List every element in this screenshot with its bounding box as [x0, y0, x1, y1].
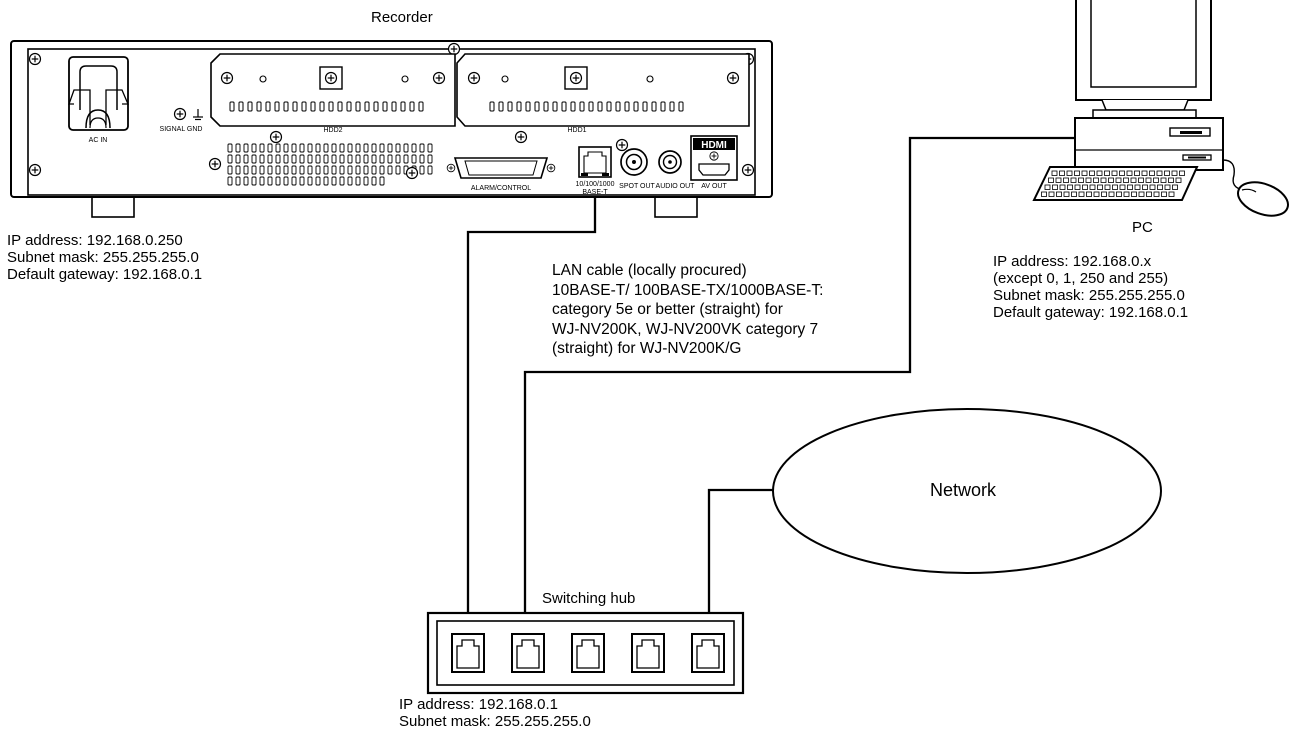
lan-cable-note-line: LAN cable (locally procured)	[552, 262, 747, 279]
av-out-label: AV OUT	[701, 183, 727, 190]
signal-gnd-label: SIGNAL GND	[160, 126, 203, 133]
ac-in-inlet	[68, 56, 129, 131]
lan-port-label: 10/100/1000	[576, 181, 615, 188]
hub-subnet-mask: Subnet mask: 255.255.255.0	[399, 713, 591, 730]
pc-default-gateway: Default gateway: 192.168.0.1	[993, 304, 1189, 321]
recorder-ip-address: IP address: 192.168.0.250	[7, 232, 183, 249]
pc-title: PC	[1132, 219, 1153, 236]
spot-out-label: SPOT OUT	[619, 183, 655, 190]
pc-ip-address: IP address: 192.168.0.x	[993, 253, 1152, 270]
alarm-control-connector	[446, 157, 556, 179]
recorder-lan-port	[578, 146, 612, 178]
lan-port-label-2: BASE-T	[582, 189, 608, 196]
recorder-default-gateway: Default gateway: 192.168.0.1	[7, 266, 203, 283]
hub-settings: IP address: 192.168.0.1 Subnet mask: 255…	[399, 696, 591, 730]
lan-cable-note-line: category 5e or better (straight) for	[552, 301, 783, 318]
lan-cable-note-line: 10BASE-T/ 100BASE-TX/1000BASE-T:	[552, 281, 824, 299]
spot-out-connector	[615, 138, 648, 176]
hub-port	[511, 633, 545, 673]
recorder-foot-right	[654, 196, 698, 218]
pc-ip-exceptions: (except 0, 1, 250 and 255)	[993, 270, 1169, 287]
alarm-control-label: ALARM/CONTROL	[471, 185, 531, 192]
hdd1-label: HDD1	[567, 127, 586, 134]
ventilation-grid	[227, 143, 433, 186]
recorder-settings: IP address: 192.168.0.250 Subnet mask: 2…	[7, 232, 202, 283]
recorder-title: Recorder	[371, 9, 433, 26]
audio-out-label: AUDIO OUT	[656, 183, 696, 190]
hdd1-bay	[456, 53, 750, 127]
network-label: Network	[930, 480, 997, 500]
network-cloud	[772, 408, 1162, 574]
hub-port	[571, 633, 605, 673]
hdmi-logo-text: HDMI	[701, 140, 727, 151]
recorder-device: AC IN SIGNAL GND HDD2 HDD1 ALARM/CONTROL…	[10, 40, 773, 218]
recorder-foot-left	[91, 196, 135, 218]
lan-cable-note-line: WJ-NV200K, WJ-NV200VK category 7	[552, 320, 819, 338]
bay-vents	[229, 101, 684, 112]
hub-ip-address: IP address: 192.168.0.1	[399, 696, 559, 713]
hdd2-label: HDD2	[323, 127, 342, 134]
hub-title: Switching hub	[542, 590, 636, 607]
pc-device	[1032, 0, 1289, 217]
recorder-subnet-mask: Subnet mask: 255.255.255.0	[7, 249, 199, 266]
hdd2-bay	[210, 53, 456, 127]
hub-port	[451, 633, 485, 673]
ground-symbol	[193, 109, 203, 121]
lan-cable-pc	[523, 136, 1075, 680]
hub-port	[691, 633, 725, 673]
hdmi-av-out-port	[690, 135, 738, 181]
hdmi-logo-icon	[693, 138, 735, 150]
audio-out-connector	[658, 150, 682, 174]
hub-port	[631, 633, 665, 673]
pc-settings: IP address: 192.168.0.x (except 0, 1, 25…	[993, 253, 1188, 321]
switching-hub	[426, 611, 745, 695]
lan-cable-note: LAN cable (locally procured) 10BASE-T/ 1…	[552, 261, 823, 359]
lan-cable-recorder	[466, 197, 597, 680]
lan-cable-note-line: (straight) for WJ-NV200K/G	[552, 340, 742, 357]
pc-mouse	[1237, 181, 1289, 217]
pc-system-unit	[1074, 117, 1224, 171]
pc-screen	[1090, 0, 1197, 88]
pc-subnet-mask: Subnet mask: 255.255.255.0	[993, 287, 1185, 304]
ac-in-label: AC IN	[89, 137, 108, 144]
